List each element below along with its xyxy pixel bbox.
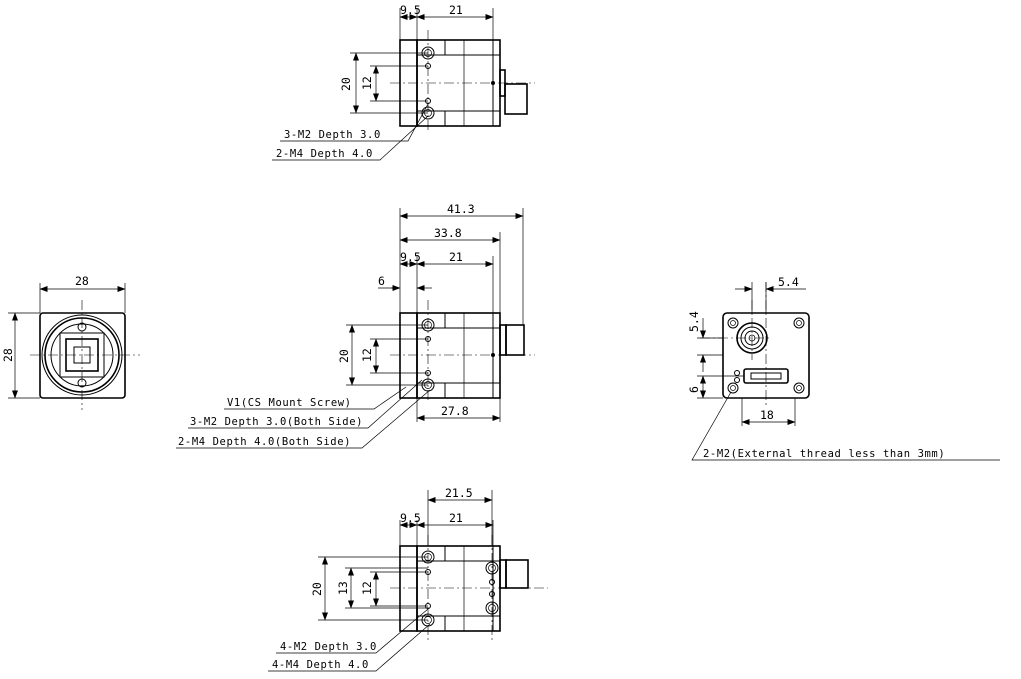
bottom-view-flange [399, 545, 418, 632]
bottom-dim-20: 20 [310, 582, 324, 596]
rear-dim-18: 18 [760, 408, 774, 422]
top-dim-20: 20 [339, 77, 353, 91]
side-view-body [416, 312, 501, 399]
side-note-v1: V1(CS Mount Screw) [227, 397, 352, 409]
side-dim-9-5: 9.5 [400, 250, 421, 264]
side-view-connector-cap [505, 324, 525, 356]
bottom-note-m4: 4-M4 Depth 4.0 [272, 659, 369, 671]
bottom-view-body [416, 545, 501, 632]
m2-hole-icon [793, 382, 805, 394]
top-view-cable-plug [504, 83, 528, 115]
top-view: 9.5 21 20 12 3-M2 Depth 3.0 2-M4 Depth 4… [272, 3, 535, 161]
rear-view: 5.4 5.4 6 18 2-M2(External thread less t… [687, 275, 1000, 461]
rear-dim-5-4-v: 5.4 [687, 311, 701, 332]
m2-hole-icon [793, 317, 805, 329]
bottom-note-m2: 4-M2 Depth 3.0 [280, 641, 377, 653]
top-note-m4: 2-M4 Depth 4.0 [276, 148, 373, 160]
front-dim-28-v: 28 [1, 348, 15, 362]
rear-note-m2: 2-M2(External thread less than 3mm) [703, 448, 945, 460]
bottom-dim-9-5: 9.5 [400, 511, 421, 525]
front-view: 28 28 [1, 274, 140, 410]
bottom-dim-13: 13 [336, 581, 350, 595]
rear-dim-6: 6 [687, 386, 701, 393]
top-dim-12: 12 [360, 76, 374, 90]
side-note-m4: 2-M4 Depth 4.0(Both Side) [178, 436, 351, 448]
front-dim-28-h: 28 [75, 274, 89, 288]
led-icon [734, 377, 740, 383]
bottom-dim-12: 12 [360, 581, 374, 595]
side-dim-12: 12 [360, 348, 374, 362]
led-icon [734, 370, 740, 376]
side-note-m2: 3-M2 Depth 3.0(Both Side) [190, 416, 363, 428]
rear-dim-5-4-h: 5.4 [778, 275, 799, 289]
top-dim-9-5: 9.5 [400, 3, 421, 17]
top-dim-21: 21 [449, 3, 463, 17]
front-view-body [39, 312, 126, 399]
side-dim-6: 6 [378, 274, 385, 288]
side-dim-27-8: 27.8 [441, 404, 469, 418]
bottom-dim-21-5: 21.5 [445, 486, 473, 500]
m2-hole-icon [727, 382, 739, 394]
side-dim-41-3: 41.3 [447, 202, 475, 216]
side-dim-20: 20 [337, 349, 351, 363]
side-dim-33-8: 33.8 [434, 226, 462, 240]
side-view: 41.3 33.8 9.5 21 6 20 12 27.8 V1(CS Moun… [176, 202, 535, 449]
bottom-dim-21: 21 [449, 511, 463, 525]
top-note-m2: 3-M2 Depth 3.0 [284, 129, 381, 141]
bottom-view: 21.5 9.5 21 20 13 12 4-M2 Depth 3.0 4-M4… [268, 486, 548, 672]
side-view-connector [499, 324, 507, 356]
bottom-view-cable-plug [505, 559, 529, 589]
bottom-view-connector [499, 559, 507, 589]
m2-hole-icon [727, 317, 739, 329]
side-dim-21: 21 [449, 250, 463, 264]
